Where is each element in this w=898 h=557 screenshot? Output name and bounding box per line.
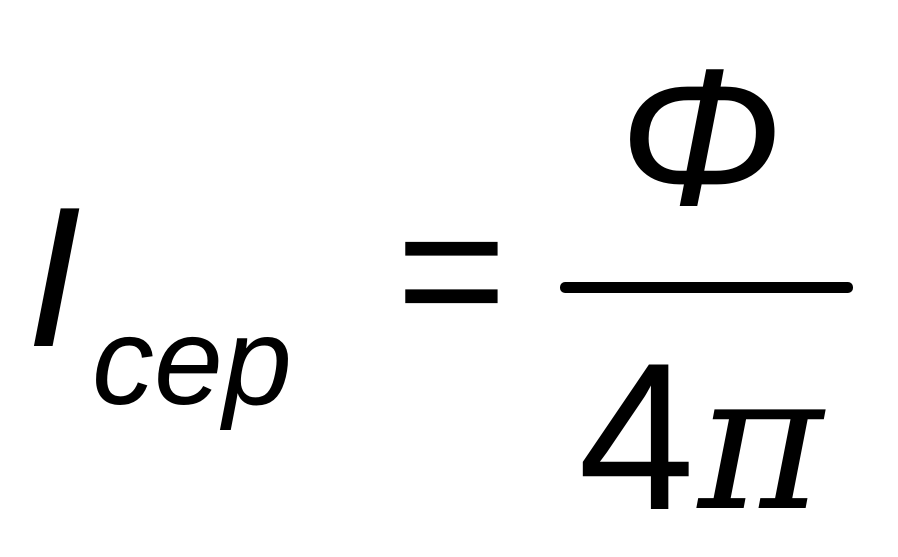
intensity-subscript: cep bbox=[92, 293, 292, 431]
fraction-bar bbox=[560, 282, 853, 293]
denominator-pi: π bbox=[698, 332, 823, 553]
denominator-number: 4 bbox=[578, 319, 695, 554]
equals-sign: = bbox=[396, 164, 507, 376]
fraction-numerator: Φ bbox=[618, 28, 783, 247]
intensity-symbol: I bbox=[26, 166, 82, 389]
